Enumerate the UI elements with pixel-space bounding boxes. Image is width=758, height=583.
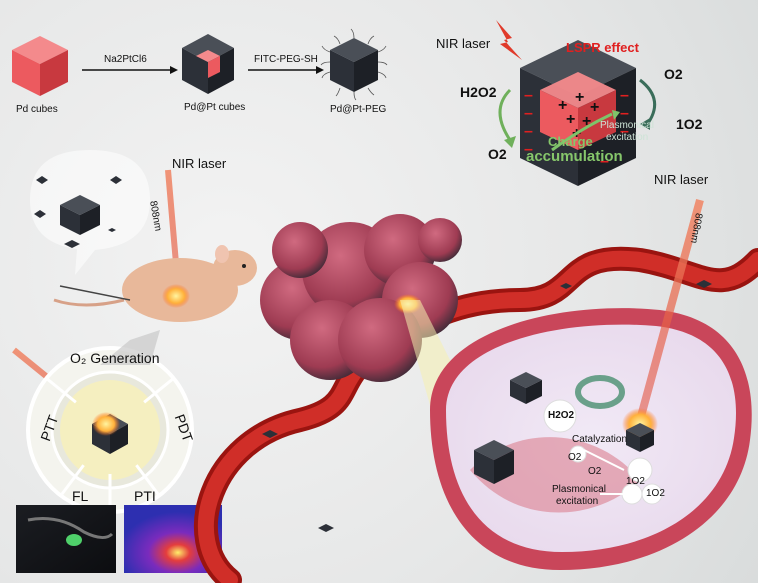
cell-h2o2-label: H2O2 — [548, 410, 575, 421]
svg-text:–: – — [620, 87, 629, 104]
svg-text:–: – — [600, 153, 609, 170]
plasmonical-label-2: excitation — [606, 132, 649, 143]
svg-text:+: + — [558, 97, 567, 114]
fl-signal — [66, 534, 82, 546]
tumor — [260, 214, 462, 382]
fl-image — [16, 505, 116, 573]
reagent-2-label: FITC-PEG-SH — [254, 54, 318, 65]
cell-singlet-b: 1O2 — [646, 488, 665, 499]
mechanism-singlet-o2-label: 1O2 — [676, 116, 703, 132]
mechanism-o2-top-label: O2 — [664, 66, 683, 82]
mechanism-h2o2-label: H2O2 — [460, 84, 497, 100]
pd-pt-cubes-label: Pd@Pt cubes — [184, 102, 246, 113]
cell-o2-a: O2 — [568, 452, 582, 463]
wheel-fl: FL — [72, 488, 89, 504]
pd-pt-peg-label: Pd@Pt-PEG — [330, 104, 387, 115]
wheel-pti: PTI — [134, 488, 156, 504]
pd-pt-cube-icon — [182, 34, 234, 94]
mouse-illustration — [53, 169, 257, 322]
cell — [430, 308, 752, 570]
tumor-nir-label: NIR laser — [654, 172, 709, 187]
lspr-label: LSPR effect — [566, 40, 639, 55]
reagent-1-label: Na2PtCl6 — [104, 54, 147, 65]
lightning-icon — [496, 20, 522, 60]
nanocube-bubble — [30, 150, 150, 275]
pd-pt-peg-cube-icon — [320, 28, 388, 101]
svg-text:+: + — [582, 113, 591, 130]
mouse-nir-label: NIR laser — [172, 156, 227, 171]
svg-text:–: – — [524, 123, 533, 140]
svg-text:–: – — [524, 105, 533, 122]
pd-cubes-label: Pd cubes — [16, 104, 58, 115]
cell-arrows — [583, 449, 625, 495]
svg-text:+: + — [575, 89, 584, 106]
mechanism-nir-label: NIR laser — [436, 36, 491, 51]
catalyzation-label: Catalyzation — [572, 434, 628, 445]
cell-plasmonical-1: Plasmonical — [552, 484, 606, 495]
cell-plasmonical-2: excitation — [556, 496, 599, 507]
vessel-nanocubes — [262, 280, 712, 532]
cell-o2-b: O2 — [588, 466, 602, 477]
wheel-o2-generation: O₂ Generation — [70, 350, 160, 366]
svg-text:–: – — [620, 123, 629, 140]
charge-label-1: Charge — [548, 134, 593, 149]
svg-text:–: – — [524, 141, 533, 158]
charge-label-2: accumulation — [526, 148, 623, 165]
svg-text:+: + — [566, 111, 575, 128]
pd-cube-icon — [12, 36, 68, 96]
svg-text:–: – — [524, 87, 533, 104]
plasmonical-label-1: Plasmonical — [600, 120, 654, 131]
svg-text:–: – — [620, 105, 629, 122]
svg-text:+: + — [590, 99, 599, 116]
cell-nanocube — [622, 408, 658, 452]
cell-singlet-a: 1O2 — [626, 476, 645, 487]
mechanism-arrows — [498, 78, 657, 152]
wheel-connector — [100, 330, 160, 365]
cell-bubbles — [543, 399, 663, 505]
mechanism-o2-left-label: O2 — [488, 146, 507, 162]
synthesis-arrow-2 — [248, 66, 324, 74]
synthesis-arrow-1 — [82, 66, 178, 74]
cell-laser — [636, 198, 704, 422]
